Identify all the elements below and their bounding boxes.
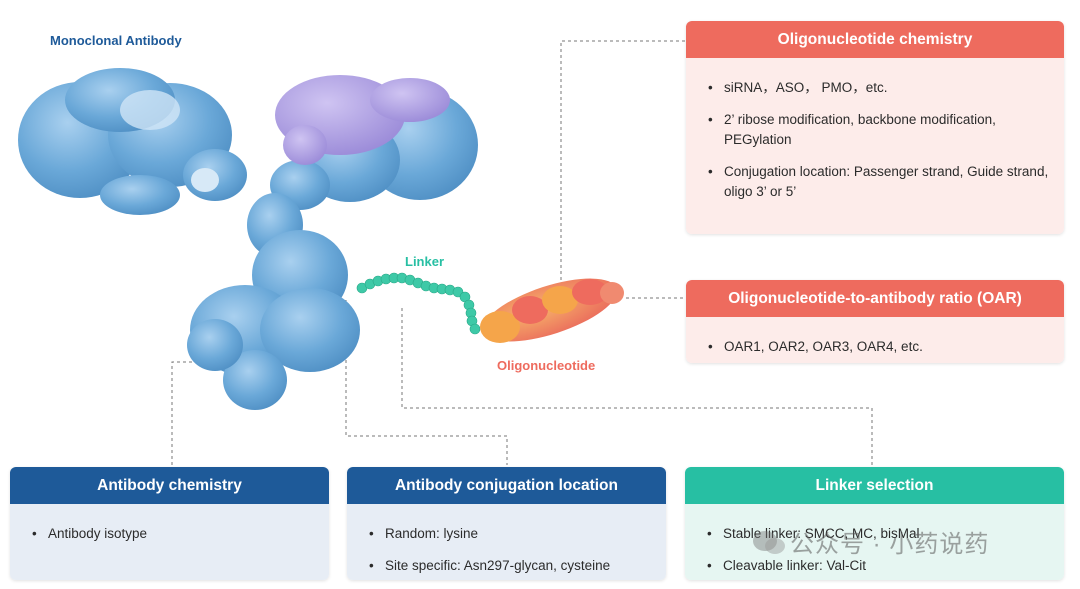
card-oar: Oligonucleotide-to-antibody ratio (OAR) …	[686, 280, 1064, 363]
card-title: Antibody conjugation location	[347, 467, 666, 504]
list-item: Cleavable linker: Val-Cit	[707, 556, 1050, 576]
card-list: Stable linker: SMCC, MC, bisMal Cleavabl…	[707, 524, 1050, 576]
list-item: Random: lysine	[369, 524, 652, 544]
fab-right-light-chain	[275, 75, 450, 165]
card-title: Antibody chemistry	[10, 467, 329, 504]
linker-beads	[356, 272, 481, 335]
card-list: siRNA，ASO， PMO，etc. 2’ ribose modificati…	[708, 78, 1050, 202]
list-item: Antibody isotype	[32, 524, 315, 544]
card-antibody-chemistry: Antibody chemistry Antibody isotype	[10, 467, 329, 580]
oligo-label: Oligonucleotide	[497, 358, 596, 373]
linker-label: Linker	[405, 254, 445, 269]
fab-left	[18, 68, 247, 215]
card-title: Oligonucleotide chemistry	[686, 21, 1064, 58]
list-item: siRNA，ASO， PMO，etc.	[708, 78, 1050, 98]
wechat-icon	[753, 531, 785, 554]
oligo-helix	[480, 278, 624, 343]
card-antibody-conjugation-location: Antibody conjugation location Random: ly…	[347, 467, 666, 580]
fc-region	[187, 193, 360, 410]
watermark-text: 公众号 · 小药说药	[790, 531, 990, 558]
connector-oligo-chem	[560, 40, 686, 280]
card-linker-selection: Linker selection Stable linker: SMCC, MC…	[685, 467, 1064, 580]
connector-linker-sel	[401, 308, 873, 465]
card-list: Random: lysine Site specific: Asn297-gly…	[369, 524, 652, 576]
list-item: OAR1, OAR2, OAR3, OAR4, etc.	[708, 337, 1050, 357]
list-item: Stable linker: SMCC, MC, bisMal	[707, 524, 1050, 544]
card-title: Linker selection	[685, 467, 1064, 504]
card-list: Antibody isotype	[32, 524, 315, 544]
connector-ab-chem	[171, 361, 192, 465]
antibody-label: Monoclonal Antibody	[50, 33, 182, 48]
list-item: Conjugation location: Passenger strand, …	[708, 162, 1050, 202]
card-title: Oligonucleotide-to-antibody ratio (OAR)	[686, 280, 1064, 317]
list-item: Site specific: Asn297-glycan, cysteine	[369, 556, 652, 576]
card-list: OAR1, OAR2, OAR3, OAR4, etc.	[708, 337, 1050, 357]
connector-ab-conj	[345, 300, 508, 465]
card-oligo-chemistry: Oligonucleotide chemistry siRNA，ASO， PMO…	[686, 21, 1064, 234]
list-item: 2’ ribose modification, backbone modific…	[708, 110, 1050, 150]
